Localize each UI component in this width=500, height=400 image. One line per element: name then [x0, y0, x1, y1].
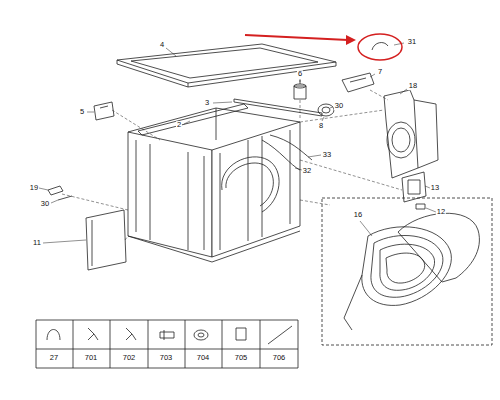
table-cell: 706 — [272, 354, 287, 362]
panel — [86, 210, 126, 270]
ring — [318, 104, 334, 116]
callout-number: 2 — [176, 121, 182, 129]
table-cell: 27 — [49, 354, 59, 362]
callout-number: 4 — [159, 41, 165, 49]
capacitor — [294, 80, 306, 99]
front-bar — [138, 104, 248, 135]
callout-number: 8 — [318, 122, 324, 130]
group-outline — [322, 198, 492, 345]
callout-number: 19 — [29, 184, 39, 192]
callout-number: 11 — [32, 239, 42, 247]
heater — [344, 213, 479, 330]
parts-table — [36, 320, 298, 368]
callout-number: 31 — [407, 38, 417, 46]
table-cell: 704 — [196, 354, 211, 362]
rod — [234, 99, 322, 116]
clip — [48, 186, 63, 195]
wire — [270, 135, 312, 160]
table-cell: 703 — [159, 354, 174, 362]
top-panel — [117, 44, 336, 83]
bracket — [94, 102, 114, 120]
duct — [384, 90, 438, 178]
vent-bracket — [402, 172, 426, 202]
clip — [372, 43, 388, 50]
callout-number: 16 — [353, 211, 363, 219]
callout-number: 6 — [297, 70, 303, 78]
callout-number: 33 — [322, 151, 332, 159]
callout-number: 12 — [436, 208, 446, 216]
callout-number: 18 — [408, 82, 418, 90]
table-cell: 701 — [84, 354, 99, 362]
top-panel-inner — [131, 48, 318, 78]
callout-number: 7 — [377, 68, 383, 76]
cabinet — [128, 108, 300, 262]
callout-number: 30 — [40, 200, 50, 208]
bracket — [342, 73, 374, 92]
clip — [416, 204, 425, 209]
wire — [262, 140, 300, 170]
callout-number: 30 — [334, 102, 344, 110]
highlight-arrow — [245, 34, 402, 60]
screw — [58, 196, 72, 200]
table-cell: 705 — [234, 354, 249, 362]
callout-number: 5 — [79, 108, 85, 116]
table-cell: 702 — [122, 354, 137, 362]
callout-number: 13 — [430, 184, 440, 192]
callout-number: 32 — [302, 167, 312, 175]
callout-number: 3 — [204, 99, 210, 107]
